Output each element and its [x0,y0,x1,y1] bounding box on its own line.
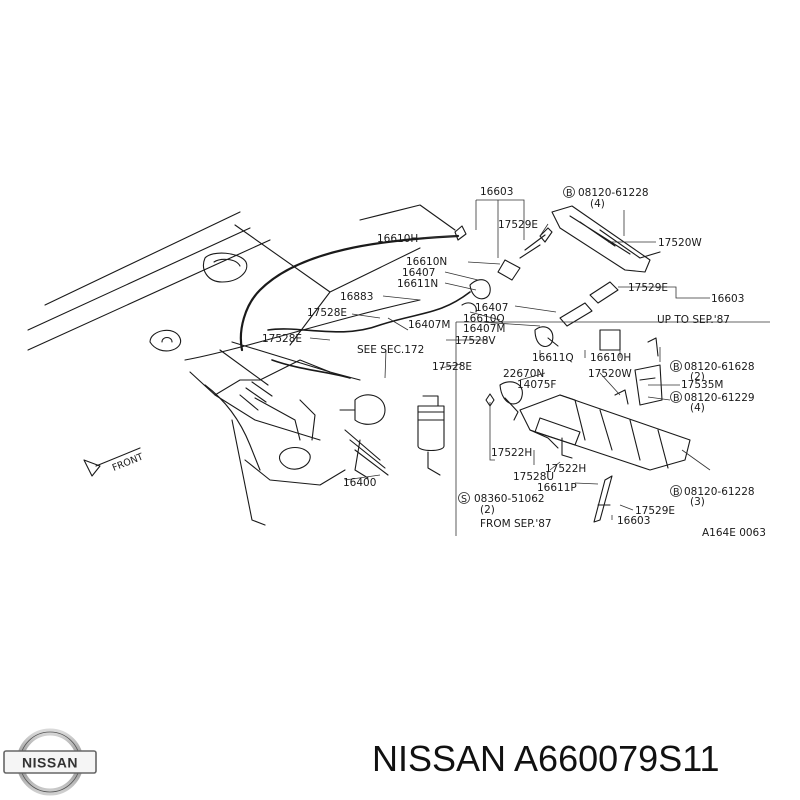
bolt-symbol-label: B [566,188,573,199]
part-label: 16603 [617,515,650,527]
part-label: 16610N [406,256,447,268]
part-label: (3) [690,496,705,508]
part-label: 22670N [503,368,544,380]
part-labels: 16603 08120-61228 (4) 17529E 17520W 1661… [262,186,766,539]
part-label: 17529E [635,505,675,517]
part-label: 16611Q [532,352,574,364]
screw-symbol-label: S [461,494,467,505]
fuel-filter-16400 [339,394,445,479]
part-label: 08360-51062 [474,493,545,505]
part-label: 14075F [517,379,556,391]
part-label: 17528E [432,361,472,373]
reference-code: A164E 0063 [702,527,766,539]
part-label: (4) [690,402,705,414]
front-arrow: FRONT [83,447,145,477]
part-label: 17529E [498,219,538,231]
part-label: 17528V [455,335,496,347]
leader-lines [309,199,770,536]
part-label: 16611N [397,278,438,290]
part-label: 16407 [475,302,508,314]
part-label: 17528E [262,333,302,345]
part-label: 16610Q [463,313,505,325]
bolt-symbol-label: B [673,362,680,373]
bolt-symbol-icon [670,360,682,372]
bolt-symbol-icon [563,186,575,198]
bolt-symbol-label: B [673,393,680,404]
part-label: 08120-61229 [684,392,755,404]
part-label: 08120-61228 [684,486,755,498]
screw-symbol-icon [458,492,470,504]
part-label: 16603 [480,186,513,198]
part-label: 17528U [513,471,554,483]
part-number-title: NISSAN A660079S11 [372,738,720,779]
part-label: 17522H [545,463,586,475]
fuel-rail-lower [485,337,691,523]
part-label: FROM SEP.'87 [480,518,552,530]
part-label: 16407M [408,319,450,331]
part-label: 16407 [402,267,435,279]
part-label: 16610H [377,233,418,245]
bolt-symbol-label: B [673,487,680,498]
part-label: 08120-61228 [578,187,649,199]
fuel-hose [239,234,471,379]
part-label: 17522H [491,447,532,459]
part-label: 17520W [658,237,702,249]
part-label: 16611P [537,482,577,494]
part-label: (2) [690,371,705,383]
part-label: 17535M [681,379,723,391]
engine-outline [27,204,456,526]
part-label: 08120-61628 [684,361,755,373]
part-label: 16883 [340,291,373,303]
part-label: (2) [480,504,495,516]
part-label: 17520W [588,368,632,380]
part-label: UP TO SEP.'87 [657,314,730,326]
bolt-symbol-icon [670,391,682,403]
bolt-symbols: B B B B S [458,186,682,505]
part-label: 16400 [343,477,376,489]
part-label: 16603 [711,293,744,305]
part-label: (4) [590,198,605,210]
logo-text: NISSAN [22,755,78,771]
part-label: 16407M [463,323,505,335]
part-label: 17529E [628,282,668,294]
nissan-logo: NISSAN [3,728,97,796]
bolt-symbol-icon [670,485,682,497]
part-label: 16610H [590,352,631,364]
part-label: 17528E [307,307,347,319]
front-label: FRONT [111,452,145,474]
part-label: SEE SEC.172 [357,344,424,356]
